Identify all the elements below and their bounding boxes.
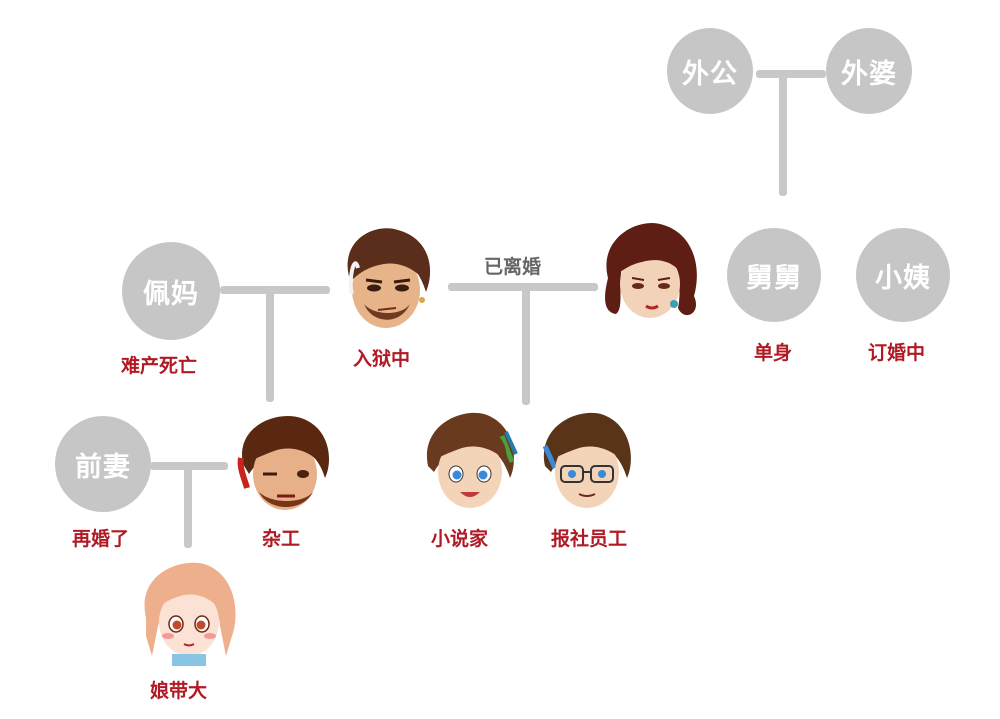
status-xiao-yi: 订婚中 xyxy=(868,342,926,364)
connector-father-mother-down xyxy=(522,287,530,405)
node-wai-po-label: 外婆 xyxy=(841,58,897,90)
status-qian-qi: 再婚了 xyxy=(72,528,130,550)
node-qian-qi: 前妻 xyxy=(55,416,151,512)
connector-peima-father-down xyxy=(266,290,274,402)
node-jiu-jiu: 舅舅 xyxy=(727,228,821,322)
connector-grandparents xyxy=(756,70,826,78)
avatar-father xyxy=(347,228,431,328)
avatar-daughter xyxy=(144,562,236,666)
avatar-novelist xyxy=(426,412,518,508)
node-xiao-yi-label: 小姨 xyxy=(875,262,931,294)
relation-label-divorced: 已离婚 xyxy=(484,256,542,278)
status-novelist: 小说家 xyxy=(431,528,489,550)
status-pei-ma: 难产死亡 xyxy=(121,355,198,377)
status-jiu-jiu: 单身 xyxy=(754,342,793,364)
connector-peima-father xyxy=(220,286,330,294)
node-pei-ma-label: 佩妈 xyxy=(143,278,199,310)
node-xiao-yi: 小姨 xyxy=(856,228,950,322)
avatar-reporter xyxy=(542,412,631,508)
node-jiu-jiu-label: 舅舅 xyxy=(746,262,802,294)
status-father: 入狱中 xyxy=(353,348,411,370)
status-daughter: 娘带大 xyxy=(150,680,208,702)
avatar-za-gong xyxy=(237,415,330,510)
status-reporter: 报社员工 xyxy=(551,528,628,550)
connector-qianqi-zagong-down xyxy=(184,466,192,548)
node-qian-qi-label: 前妻 xyxy=(75,451,131,483)
avatar-mother xyxy=(605,222,697,318)
node-wai-gong-label: 外公 xyxy=(682,58,738,90)
node-pei-ma: 佩妈 xyxy=(122,242,220,340)
connector-grandparents-down xyxy=(779,74,787,196)
status-za-gong: 杂工 xyxy=(262,528,301,550)
node-wai-po: 外婆 xyxy=(826,28,912,114)
node-wai-gong: 外公 xyxy=(667,28,753,114)
